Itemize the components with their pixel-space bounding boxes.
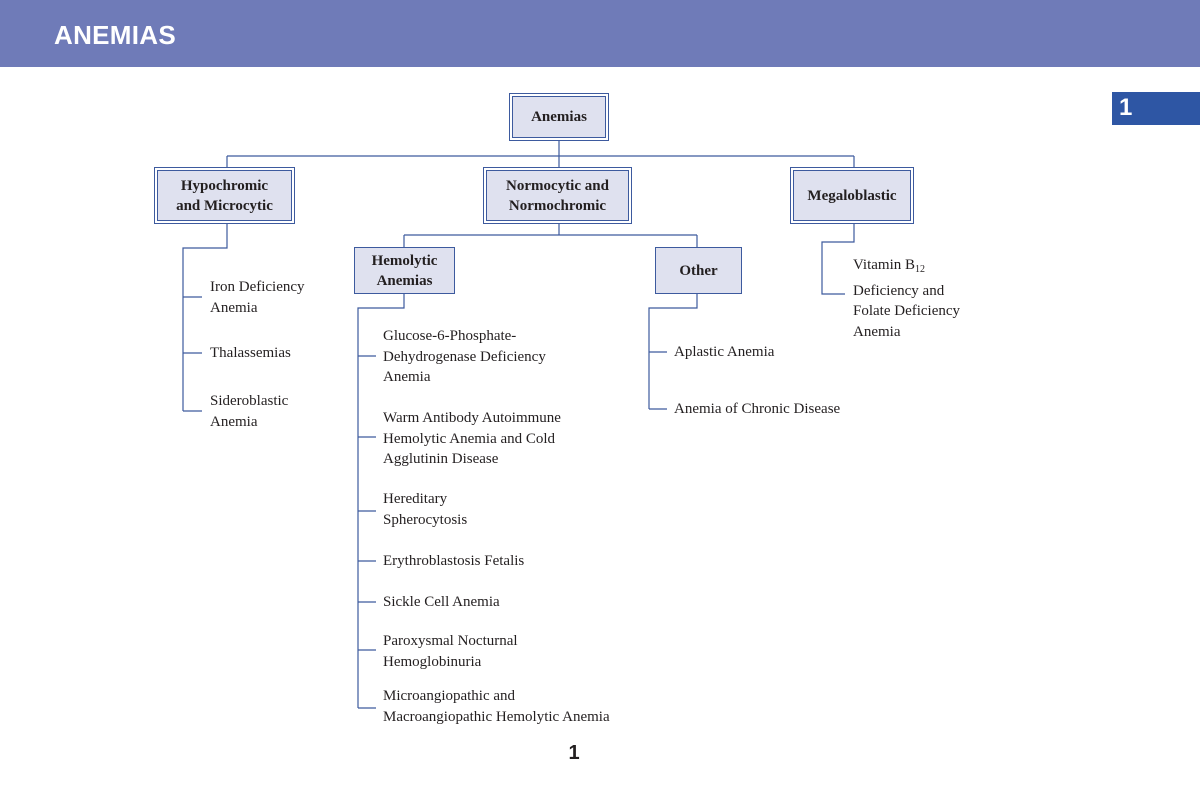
leaf-chronic-disease: Anemia of Chronic Disease xyxy=(674,401,841,417)
chapter-number: 1 xyxy=(1119,94,1133,121)
page-title: ANEMIAS xyxy=(54,20,176,50)
leaf-thalassemias: Thalassemias xyxy=(210,345,291,361)
leaf-erythroblastosis: Erythroblastosis Fetalis xyxy=(383,553,525,569)
connector-normocytic xyxy=(403,223,698,247)
chapter-tab: 1 xyxy=(1112,92,1200,125)
leaf-aplastic: Aplastic Anemia xyxy=(674,344,775,360)
subcategory-hemolytic: Hemolytic Anemias xyxy=(354,247,455,294)
root-label: Anemias xyxy=(531,109,587,125)
category-hypochromic: Hypochromic and Microcytic xyxy=(154,167,295,224)
header-bar: ANEMIAS xyxy=(0,0,1200,67)
leaf-b12-subscript: 12 xyxy=(915,264,926,275)
category-label: Normocytic and Normochromic xyxy=(506,177,609,214)
subcategory-label: Hemolytic Anemias xyxy=(371,252,438,289)
page-number: 1 xyxy=(568,742,580,764)
category-label: Hypochromic and Microcytic xyxy=(176,177,273,214)
leaf-sickle-cell: Sickle Cell Anemia xyxy=(383,594,500,610)
leaf-sideroblastic: Sideroblastic Anemia xyxy=(210,393,289,430)
leaf-b12-rest: Deficiency and Folate Deficiency Anemia xyxy=(853,282,961,340)
subcategory-other: Other xyxy=(655,247,742,294)
subcategory-label: Other xyxy=(679,262,718,279)
connector-hypochromic xyxy=(182,223,228,412)
leaf-autoimmune: Warm Antibody Autoimmune Hemolytic Anemi… xyxy=(383,410,561,467)
connector-megaloblastic xyxy=(821,223,855,295)
category-megaloblastic: Megaloblastic xyxy=(790,167,914,224)
leaf-spherocytosis: Hereditary Spherocytosis xyxy=(383,491,468,528)
leaf-g6pd: Glucose-6-Phosphate- Dehydrogenase Defic… xyxy=(383,328,546,385)
category-label: Megaloblastic xyxy=(807,187,897,204)
connector-other xyxy=(648,294,698,410)
leaf-angiopathic: Microangiopathic and Macroangiopathic He… xyxy=(383,688,610,725)
connector-root xyxy=(226,140,855,168)
leaf-b12-text: Vitamin B xyxy=(853,257,916,273)
connector-hemolytic xyxy=(357,294,405,709)
category-normocytic: Normocytic and Normochromic xyxy=(483,167,632,224)
leaf-pnh: Paroxysmal Nocturnal Hemoglobinuria xyxy=(383,633,518,670)
leaf-iron-deficiency: Iron Deficiency Anemia xyxy=(210,279,305,316)
root-node: Anemias xyxy=(509,93,609,141)
